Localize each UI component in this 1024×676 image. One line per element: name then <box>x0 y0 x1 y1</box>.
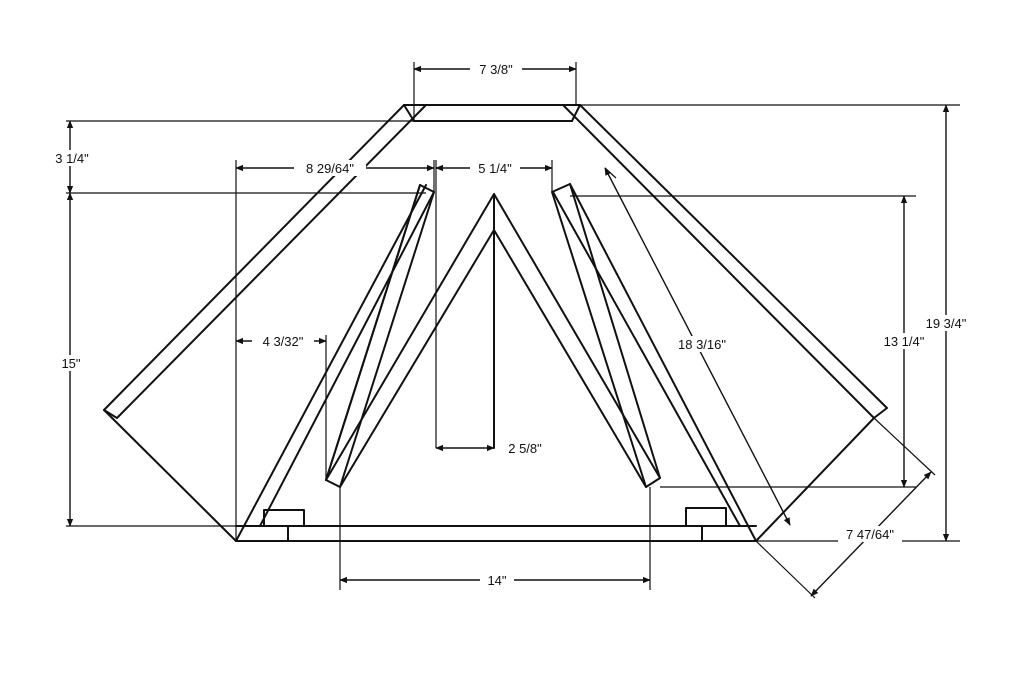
label-center-gap: 5 1/4" <box>478 161 512 176</box>
label-top-offset: 3 1/4" <box>55 151 89 166</box>
label-overall-height-left: 15" <box>61 356 80 371</box>
label-diagonal: 18 3/16" <box>678 337 726 352</box>
label-right-diagonal: 7 47/64" <box>846 527 894 542</box>
label-center-half: 2 5/8" <box>508 441 542 456</box>
center-peak <box>325 193 661 488</box>
extension-lines <box>66 62 960 599</box>
label-right-height: 13 1/4" <box>884 334 925 349</box>
label-left-inner-width: 8 29/64" <box>306 161 354 176</box>
dimension-labels: 7 3/8" 3 1/4" 8 29/64" 5 1/4" 4 3/32" 15… <box>48 61 972 588</box>
label-left-slot: 4 3/32" <box>263 334 304 349</box>
base-plate <box>235 507 757 542</box>
label-overall-height: 19 3/4" <box>926 316 967 331</box>
label-top-width: 7 3/8" <box>479 62 513 77</box>
left-inner-panel <box>235 184 435 542</box>
label-bottom-width: 14" <box>487 573 506 588</box>
